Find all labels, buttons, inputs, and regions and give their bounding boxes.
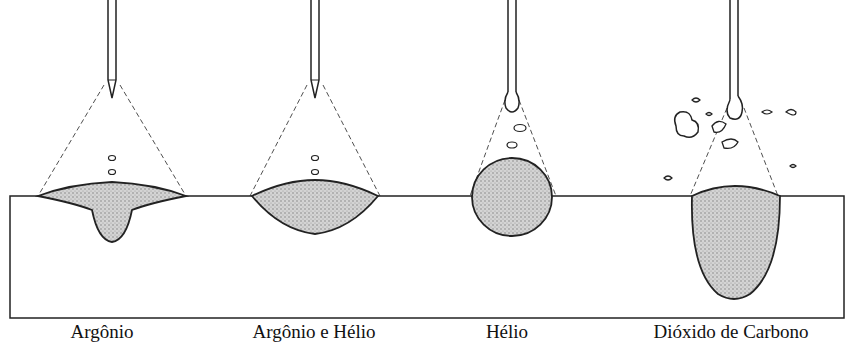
co2-torch (664, 0, 796, 299)
gas-label: Argônio (71, 322, 134, 341)
gas-label: Dióxido de Carbono (653, 322, 808, 341)
gas-label: Hélio (486, 322, 528, 341)
helium-torch (470, 0, 556, 236)
gas-label: Argônio e Hélio (252, 322, 375, 341)
argon-helium-torch (250, 0, 380, 234)
argon-torch (38, 0, 186, 242)
